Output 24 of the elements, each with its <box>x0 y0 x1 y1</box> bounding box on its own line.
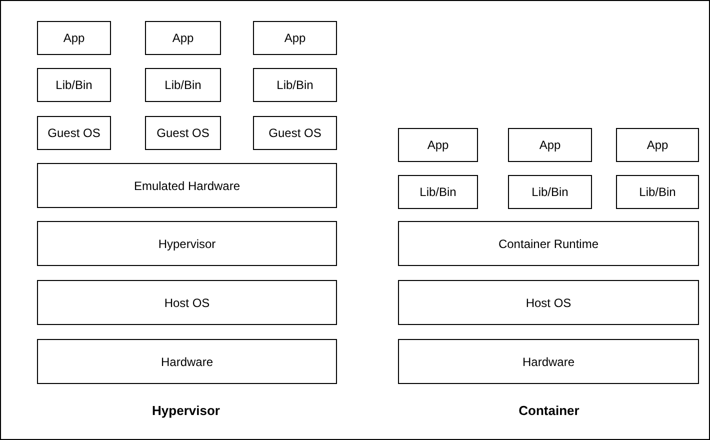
layer-box: Hardware <box>37 339 337 384</box>
layer-box: Lib/Bin <box>37 68 111 102</box>
layer-box: App <box>398 128 478 162</box>
layer-box: App <box>145 21 221 55</box>
layer-box: Hardware <box>398 339 699 384</box>
layer-box: Lib/Bin <box>508 175 592 209</box>
layer-box: Host OS <box>398 280 699 325</box>
layer-box: Lib/Bin <box>616 175 699 209</box>
layer-box: Guest OS <box>37 116 111 150</box>
layer-box: Container Runtime <box>398 221 699 266</box>
layer-box: App <box>253 21 337 55</box>
layer-box: Hypervisor <box>37 221 337 266</box>
layer-box: App <box>616 128 699 162</box>
layer-box: Guest OS <box>145 116 221 150</box>
stack-heading: Container <box>518 403 580 418</box>
layer-box: App <box>508 128 592 162</box>
layer-box: Emulated Hardware <box>37 163 337 208</box>
layer-box: Guest OS <box>253 116 337 150</box>
layer-box: Host OS <box>37 280 337 325</box>
layer-box: Lib/Bin <box>398 175 478 209</box>
layer-box: Lib/Bin <box>253 68 337 102</box>
layer-box: App <box>37 21 111 55</box>
layer-box: Lib/Bin <box>145 68 221 102</box>
stack-heading: Hypervisor <box>151 403 221 418</box>
